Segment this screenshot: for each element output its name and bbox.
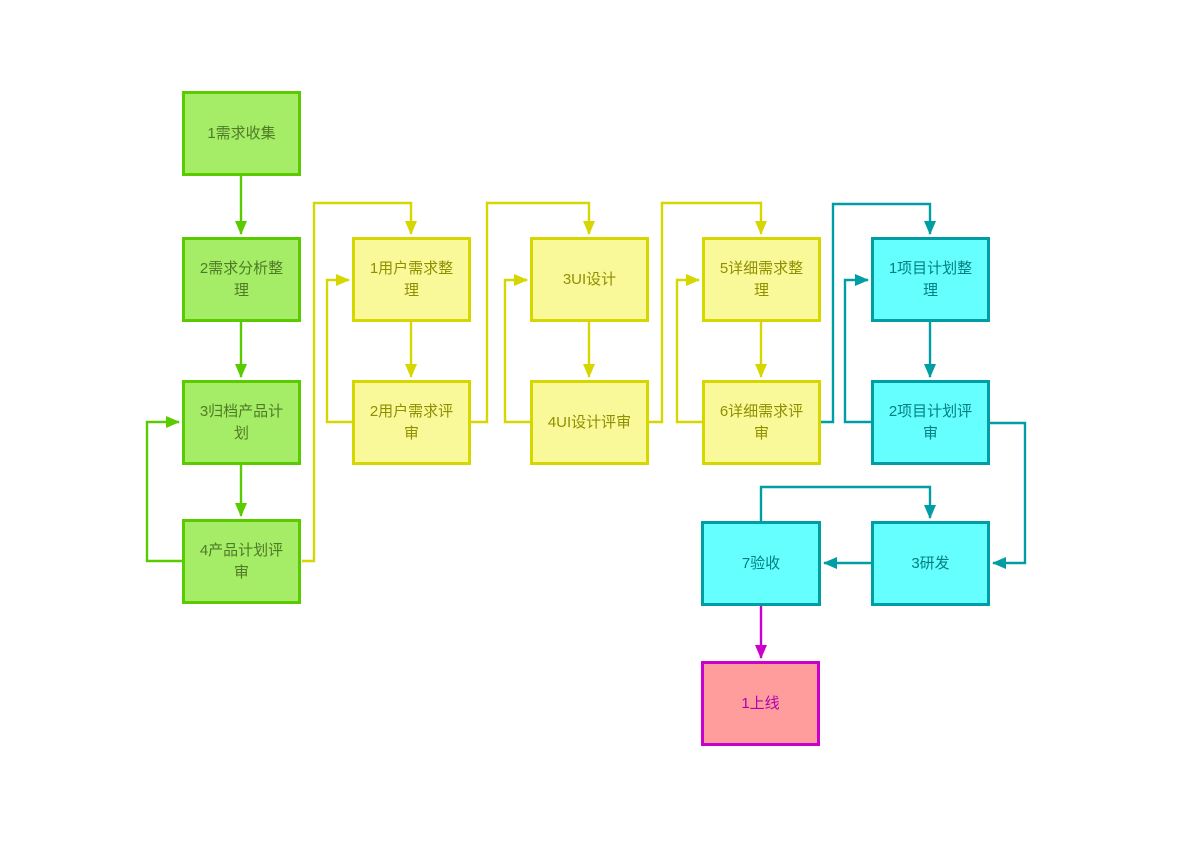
- edge-user-req-review-to-ui-design: [471, 201, 595, 424]
- node-user-requirement[interactable]: 1用户需求整理: [352, 237, 471, 322]
- node-requirement-collect[interactable]: 1需求收集: [182, 91, 301, 176]
- edge-plan-review-to-user-req: [302, 201, 417, 563]
- node-label: 5详细需求整理: [719, 259, 804, 299]
- edge-proj-review-loop: [843, 274, 871, 424]
- node-launch[interactable]: 1上线: [701, 661, 820, 746]
- node-archive-product-plan[interactable]: 3归档产品计划: [182, 380, 301, 465]
- node-label: 1项目计划整理: [888, 259, 973, 299]
- node-label: 3研发: [911, 554, 950, 572]
- node-detail-requirement-review[interactable]: 6详细需求评审: [702, 380, 821, 465]
- node-acceptance[interactable]: 7验收: [701, 521, 821, 606]
- node-product-plan-review[interactable]: 4产品计划评审: [182, 519, 301, 604]
- node-requirement-analyze[interactable]: 2需求分析整理: [182, 237, 301, 322]
- edge-ui-review-to-detail-req: [649, 201, 767, 424]
- node-project-plan[interactable]: 1项目计划整理: [871, 237, 990, 322]
- node-label: 1上线: [741, 694, 780, 712]
- node-development[interactable]: 3研发: [871, 521, 990, 606]
- edge-detail-review-to-proj-plan: [821, 202, 936, 424]
- node-label: 6详细需求评审: [719, 402, 804, 442]
- node-label: 7验收: [741, 554, 781, 572]
- node-label: 4产品计划评审: [199, 541, 284, 581]
- node-project-plan-review[interactable]: 2项目计划评审: [871, 380, 990, 465]
- node-label: 2用户需求评审: [369, 402, 454, 442]
- node-label: 3归档产品计划: [199, 402, 284, 442]
- edge-ui-review-loop: [503, 274, 530, 424]
- node-ui-design-review[interactable]: 4UI设计评审: [530, 380, 649, 465]
- node-label: 3UI设计: [562, 270, 617, 288]
- node-label: 2需求分析整理: [199, 259, 284, 299]
- node-ui-design[interactable]: 3UI设计: [530, 237, 649, 322]
- edge-user-req-review-loop: [325, 274, 352, 424]
- edge-acceptance-loop-to-dev: [759, 485, 936, 521]
- node-user-requirement-review[interactable]: 2用户需求评审: [352, 380, 471, 465]
- node-label: 1需求收集: [207, 124, 276, 142]
- node-label: 1用户需求整理: [369, 259, 454, 299]
- node-detail-requirement[interactable]: 5详细需求整理: [702, 237, 821, 322]
- node-label: 4UI设计评审: [547, 413, 632, 431]
- edge-proj-review-to-dev: [990, 421, 1027, 569]
- edge-plan-review-loop-to-archive: [145, 416, 182, 563]
- node-label: 2项目计划评审: [888, 402, 973, 442]
- edge-detail-review-loop: [675, 274, 702, 424]
